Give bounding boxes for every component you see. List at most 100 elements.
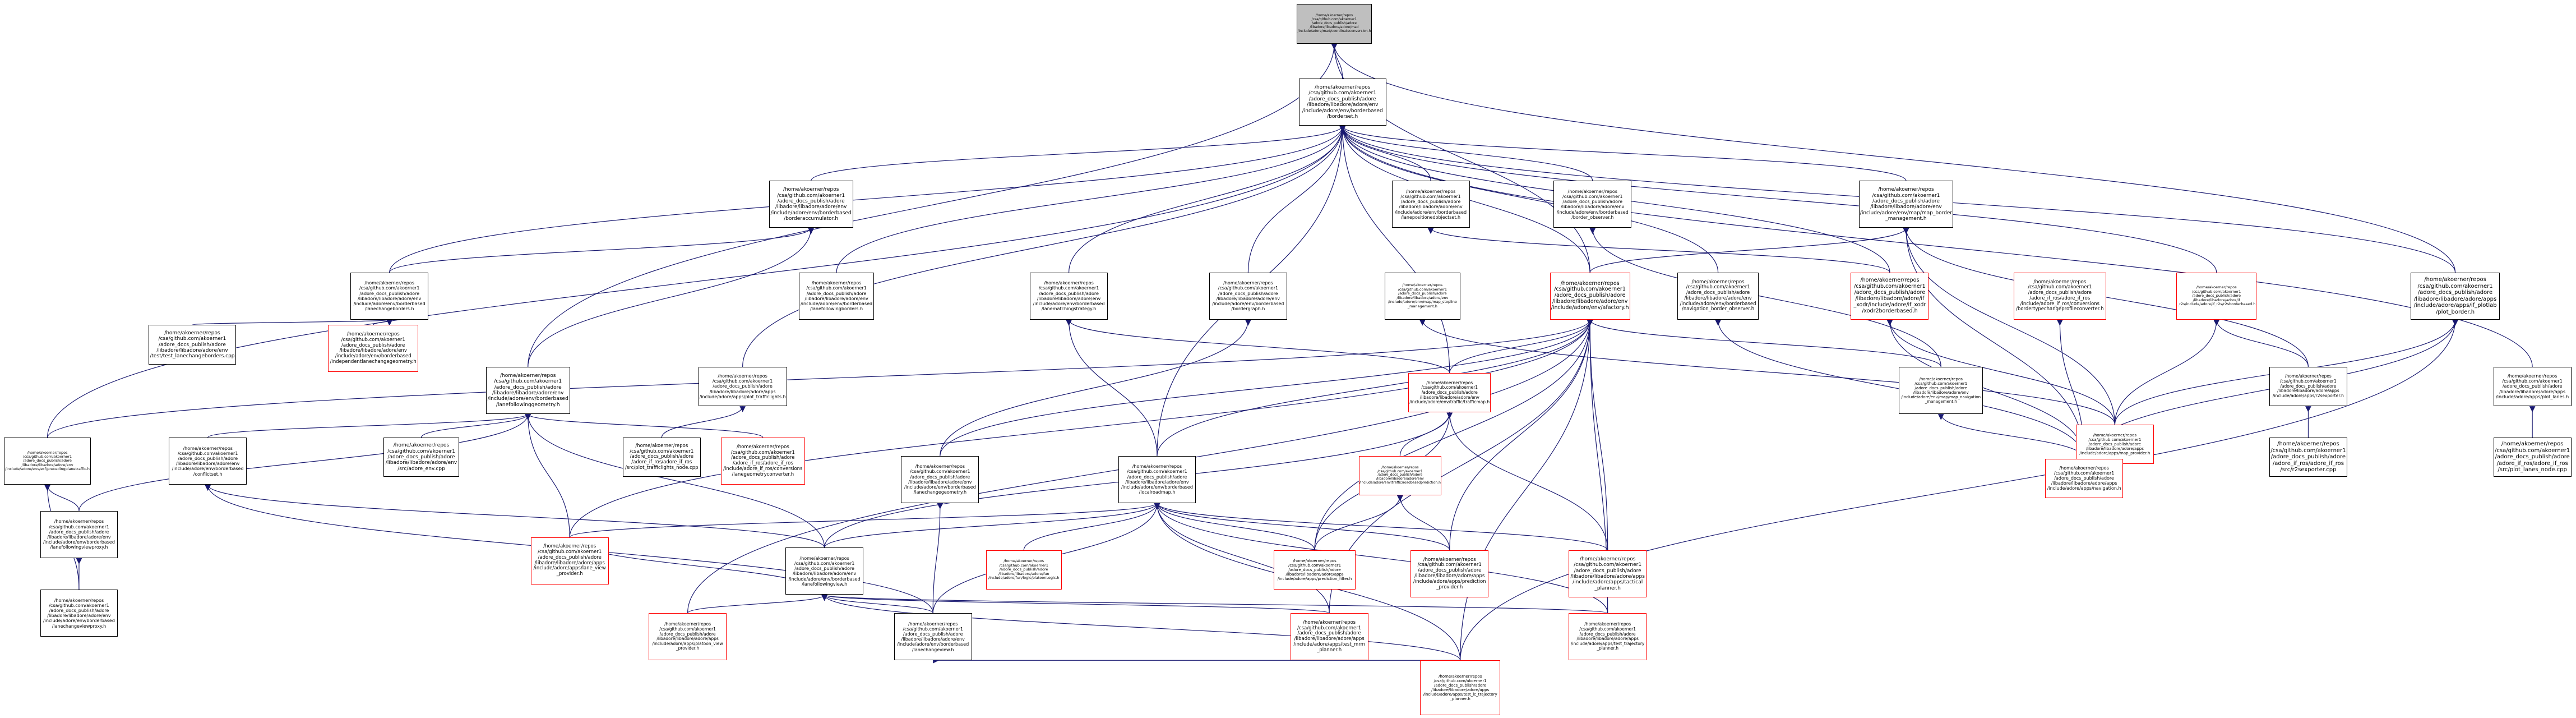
- file-node-label: /home/akoerner/repos /csa/github.com/ako…: [988, 559, 1060, 581]
- file-node-lcg[interactable]: /home/akoerner/repos /csa/github.com/ako…: [901, 455, 979, 503]
- dependency-edge: [420, 413, 531, 438]
- file-node-label: /home/akoerner/repos /csa/github.com/ako…: [2047, 465, 2121, 491]
- dependency-edge: [1066, 319, 1158, 456]
- file-node-label: /home/akoerner/repos /csa/github.com/ako…: [1860, 187, 1953, 222]
- file-node-testtraj[interactable]: /home/akoerner/repos /csa/github.com/ako…: [1569, 613, 1647, 661]
- file-node-envcpp[interactable]: /home/akoerner/repos /csa/github.com/ako…: [383, 438, 459, 477]
- dependency-edge: [1339, 126, 1450, 374]
- dependency-edge: [1396, 495, 1450, 551]
- file-node-plottlnode[interactable]: /home/akoerner/repos /csa/github.com/ako…: [622, 438, 701, 477]
- file-node-label: /home/akoerner/repos /csa/github.com/ako…: [172, 445, 244, 477]
- dependency-edge: [1068, 126, 1346, 273]
- dependency-edge: [525, 413, 764, 438]
- file-node-ecpt[interactable]: /home/akoerner/repos /csa/github.com/ako…: [3, 438, 91, 485]
- file-node-label: /home/akoerner/repos /csa/github.com/ako…: [625, 443, 699, 471]
- dependency-edge: [661, 406, 746, 438]
- dependency-edge: [824, 503, 1160, 548]
- file-node-r2sexpcpp[interactable]: /home/akoerner/repos /csa/github.com/ako…: [2269, 438, 2347, 477]
- dependency-edge: [569, 319, 1593, 537]
- dependency-edge: [1419, 319, 2115, 425]
- file-node-label: /home/akoerner/repos /csa/github.com/ako…: [699, 374, 786, 399]
- file-node-lfg[interactable]: /home/akoerner/repos /csa/github.com/ako…: [485, 367, 570, 415]
- file-node-plotlanesnode[interactable]: /home/akoerner/repos /csa/github.com/ako…: [2493, 438, 2572, 477]
- dependency-edge: [1449, 319, 1593, 551]
- file-node-test_lcb[interactable]: /home/akoerner/repos /csa/github.com/ako…: [149, 325, 236, 365]
- file-node-plottl[interactable]: /home/akoerner/repos /csa/github.com/ako…: [698, 367, 787, 407]
- file-node-lmls[interactable]: /home/akoerner/repos /csa/github.com/ako…: [1030, 272, 1108, 320]
- file-node-predfilter[interactable]: /home/akoerner/repos /csa/github.com/ako…: [1274, 550, 1356, 590]
- file-node-xodr[interactable]: /home/akoerner/repos /csa/github.com/ako…: [1851, 272, 1929, 320]
- file-node-bs[interactable]: /home/akoerner/repos /csa/github.com/ako…: [1298, 79, 1386, 126]
- dependency-edge: [1154, 503, 1608, 551]
- dependency-edge: [1446, 412, 1608, 551]
- file-node-bg[interactable]: /home/akoerner/repos /csa/github.com/ako…: [1209, 272, 1287, 320]
- file-node-label: /home/akoerner/repos /csa/github.com/ako…: [1413, 556, 1486, 590]
- file-node-ilg[interactable]: /home/akoerner/repos /csa/github.com/ako…: [327, 325, 419, 372]
- file-node-lfview[interactable]: /home/akoerner/repos /csa/github.com/ako…: [785, 547, 864, 595]
- file-node-bobs[interactable]: /home/akoerner/repos /csa/github.com/ako…: [1553, 181, 1632, 228]
- file-node-label: /home/akoerner/repos /csa/github.com/ako…: [2272, 374, 2344, 398]
- file-node-tmp[interactable]: /home/akoerner/repos /csa/github.com/ako…: [1358, 455, 1441, 495]
- file-node-label: /home/akoerner/repos /csa/github.com/ako…: [1556, 188, 1629, 220]
- file-node-nav[interactable]: /home/akoerner/repos /csa/github.com/ako…: [2045, 458, 2124, 498]
- file-node-plotlab[interactable]: /home/akoerner/repos /csa/github.com/ako…: [2411, 272, 2500, 320]
- file-node-r2sexp[interactable]: /home/akoerner/repos /csa/github.com/ako…: [2269, 367, 2347, 407]
- file-node-afactory[interactable]: /home/akoerner/repos /csa/github.com/ako…: [1550, 272, 1630, 320]
- file-node-lcview[interactable]: /home/akoerner/repos /csa/github.com/ako…: [894, 613, 972, 661]
- dependency-edge: [821, 595, 1461, 661]
- dependency-edge: [1937, 414, 2085, 459]
- file-node-lctraj[interactable]: /home/akoerner/repos /csa/github.com/ako…: [1420, 660, 1501, 716]
- file-node-mapprov[interactable]: /home/akoerner/repos /csa/github.com/ako…: [2075, 424, 2154, 464]
- dependency-edge: [821, 594, 1330, 614]
- dependency-edge: [44, 485, 80, 512]
- file-node-r2sb[interactable]: /home/akoerner/repos /csa/github.com/ako…: [2176, 272, 2257, 320]
- file-node-label: /home/akoerner/repos /csa/github.com/ako…: [770, 187, 852, 222]
- file-node-lfb[interactable]: /home/akoerner/repos /csa/github.com/ako…: [798, 272, 875, 320]
- file-node-label: /home/akoerner/repos /csa/github.com/ako…: [1297, 13, 1371, 33]
- file-node-label: /home/akoerner/repos /csa/github.com/ako…: [1212, 280, 1284, 312]
- file-node-label: /home/akoerner/repos /csa/github.com/ako…: [2177, 285, 2256, 307]
- dependency-edge: [1154, 503, 1315, 551]
- dependency-edge: [1903, 228, 2309, 367]
- file-node-mapnav[interactable]: /home/akoerner/repos /csa/github.com/ako…: [1899, 367, 1983, 415]
- file-node-label: /home/akoerner/repos /csa/github.com/ako…: [2496, 374, 2569, 399]
- file-node-mrm[interactable]: /home/akoerner/repos /csa/github.com/ako…: [1290, 613, 1368, 661]
- dependency-edge: [1154, 503, 1330, 614]
- dependency-edge: [1587, 319, 1941, 367]
- file-node-stopline[interactable]: /home/akoerner/repos /csa/github.com/ako…: [1385, 272, 1460, 320]
- file-node-mapbm[interactable]: /home/akoerner/repos /csa/github.com/ako…: [1858, 181, 1954, 228]
- dependency-edge: [47, 126, 1346, 438]
- file-node-bacc[interactable]: /home/akoerner/repos /csa/github.com/ako…: [769, 181, 853, 228]
- file-node-label: /home/akoerner/repos /csa/github.com/ako…: [1570, 622, 1645, 651]
- file-node-lgconv[interactable]: /home/akoerner/repos /csa/github.com/ako…: [720, 438, 805, 485]
- file-node-conflict[interactable]: /home/akoerner/repos /csa/github.com/ako…: [169, 438, 247, 485]
- dependency-edge: [2213, 319, 2309, 367]
- file-node-label: /home/akoerner/repos /csa/github.com/ako…: [1277, 558, 1352, 582]
- file-node-root[interactable]: /home/akoerner/repos /csa/github.com/ako…: [1296, 4, 1372, 44]
- file-node-label: /home/akoerner/repos /csa/github.com/ako…: [788, 555, 861, 587]
- dependency-edge: [1903, 228, 2115, 425]
- file-node-predprov[interactable]: /home/akoerner/repos /csa/github.com/ako…: [1410, 550, 1489, 598]
- file-node-localview[interactable]: /home/akoerner/repos /csa/github.com/ako…: [1118, 455, 1196, 503]
- dependency-edge: [1154, 503, 1450, 551]
- file-node-platoonview[interactable]: /home/akoerner/repos /csa/github.com/ako…: [649, 613, 727, 661]
- file-node-lpo[interactable]: /home/akoerner/repos /csa/github.com/ako…: [1391, 181, 1470, 228]
- dependency-edge: [569, 503, 1160, 538]
- dependency-edge: [1023, 503, 1160, 551]
- edge-layer: [44, 43, 2536, 664]
- file-node-r2s[interactable]: /home/akoerner/repos /csa/github.com/ako…: [2013, 272, 2106, 320]
- file-node-navbo[interactable]: /home/akoerner/repos /csa/github.com/ako…: [1677, 272, 1759, 320]
- file-node-platoon[interactable]: /home/akoerner/repos /csa/github.com/ako…: [986, 550, 1062, 590]
- file-node-trafficmap[interactable]: /home/akoerner/repos /csa/github.com/ako…: [1408, 373, 1491, 413]
- file-node-plotlanes[interactable]: /home/akoerner/repos /csa/github.com/ako…: [2493, 367, 2572, 407]
- file-node-lvprov[interactable]: /home/akoerner/repos /csa/github.com/ako…: [530, 537, 609, 584]
- file-node-lfvp[interactable]: /home/akoerner/repos /csa/github.com/ako…: [40, 510, 118, 559]
- file-node-label: /home/akoerner/repos /csa/github.com/ako…: [723, 444, 803, 477]
- file-node-lcb[interactable]: /home/akoerner/repos /csa/github.com/ako…: [350, 272, 429, 320]
- file-node-label: /home/akoerner/repos /csa/github.com/ako…: [652, 622, 723, 651]
- file-node-lcvp[interactable]: /home/akoerner/repos /csa/github.com/ako…: [40, 590, 118, 637]
- file-node-label: /home/akoerner/repos /csa/github.com/ako…: [487, 373, 568, 408]
- file-node-tactical[interactable]: /home/akoerner/repos /csa/github.com/ako…: [1569, 550, 1647, 598]
- dependency-edge: [373, 319, 393, 326]
